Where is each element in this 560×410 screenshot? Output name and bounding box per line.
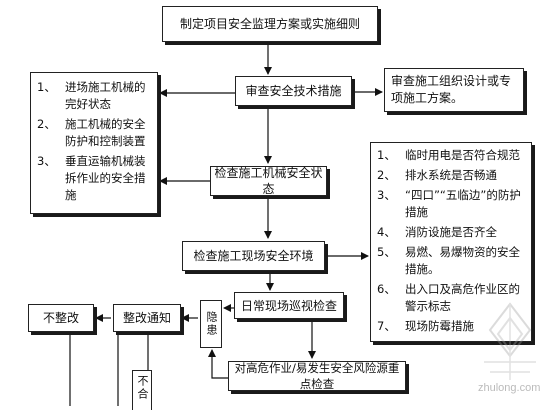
node-hidden-danger: 隐患 xyxy=(200,300,222,348)
node-partial-cutoff: 不合 xyxy=(132,370,152,410)
node-rectify-notice-label: 整改通知 xyxy=(122,311,171,325)
node-top: 制定项目安全监理方案或实施细则 xyxy=(162,6,378,42)
watermark-logo xyxy=(484,302,536,380)
node-high-risk: 对高危作业/易发生安全风险源重点检查 xyxy=(228,361,406,391)
list-item: 1、进场施工机械的完好状态 xyxy=(37,80,146,111)
node-review-org: 审查施工组织设计或专项施工方案。 xyxy=(384,68,524,112)
list-item: 4、消防设施是否齐全 xyxy=(377,225,497,239)
node-not-rectified-label: 不整改 xyxy=(42,311,79,325)
node-rectify-notice: 整改通知 xyxy=(113,304,181,332)
node-high-risk-label: 对高危作业/易发生安全风险源重点检查 xyxy=(234,361,400,391)
node-review-tech-label: 审查安全技术措施 xyxy=(245,84,342,98)
watermark-text: zhulong.com xyxy=(478,382,541,394)
node-check-site-label: 检查施工现场安全环境 xyxy=(193,249,314,263)
node-check-site: 检查施工现场安全环境 xyxy=(182,241,325,271)
node-review-tech: 审查安全技术措施 xyxy=(235,76,352,106)
list-item: 5、易燃、易爆物资的安全措施。 xyxy=(377,245,520,276)
node-daily-patrol: 日常现场巡视检查 xyxy=(234,292,344,319)
node-check-machine-label: 检查施工机械安全状态 xyxy=(214,166,323,196)
node-partial-cutoff-label: 不合 xyxy=(136,375,149,401)
node-review-org-label: 审查施工组织设计或专项施工方案。 xyxy=(391,74,512,105)
machine-checklist-items: 1、进场施工机械的完好状态 2、施工机械的安全防护和控制装置 3、垂直运输机械装… xyxy=(37,79,151,204)
node-check-machine: 检查施工机械安全状态 xyxy=(210,166,327,196)
node-hidden-danger-label: 隐患 xyxy=(205,311,218,337)
site-checklist-items: 1、临时用电是否符合规范 2、排水系统是否畅通 3、“四口”“五临边”的防护措施… xyxy=(377,147,525,335)
list-item: 3、垂直运输机械装拆作业的安全措施 xyxy=(37,154,146,202)
arrow-highrisk-to-danger xyxy=(208,349,228,379)
list-item: 2、施工机械的安全防护和控制装置 xyxy=(37,117,146,148)
list-item: 1、临时用电是否符合规范 xyxy=(377,148,520,162)
node-daily-patrol-label: 日常现场巡视检查 xyxy=(240,298,337,313)
machine-checklist: 1、进场施工机械的完好状态 2、施工机械的安全防护和控制装置 3、垂直运输机械装… xyxy=(30,72,158,214)
site-checklist: 1、临时用电是否符合规范 2、排水系统是否畅通 3、“四口”“五临边”的防护措施… xyxy=(370,142,532,342)
list-item: 3、“四口”“五临边”的防护措施 xyxy=(377,188,521,219)
list-item: 7、现场防霉措施 xyxy=(377,319,474,333)
list-item: 6、出入口及高危作业区的警示标志 xyxy=(377,282,520,313)
node-top-label: 制定项目安全监理方案或实施细则 xyxy=(179,17,360,31)
list-item: 2、排水系统是否畅通 xyxy=(377,168,497,182)
node-not-rectified: 不整改 xyxy=(28,304,94,332)
